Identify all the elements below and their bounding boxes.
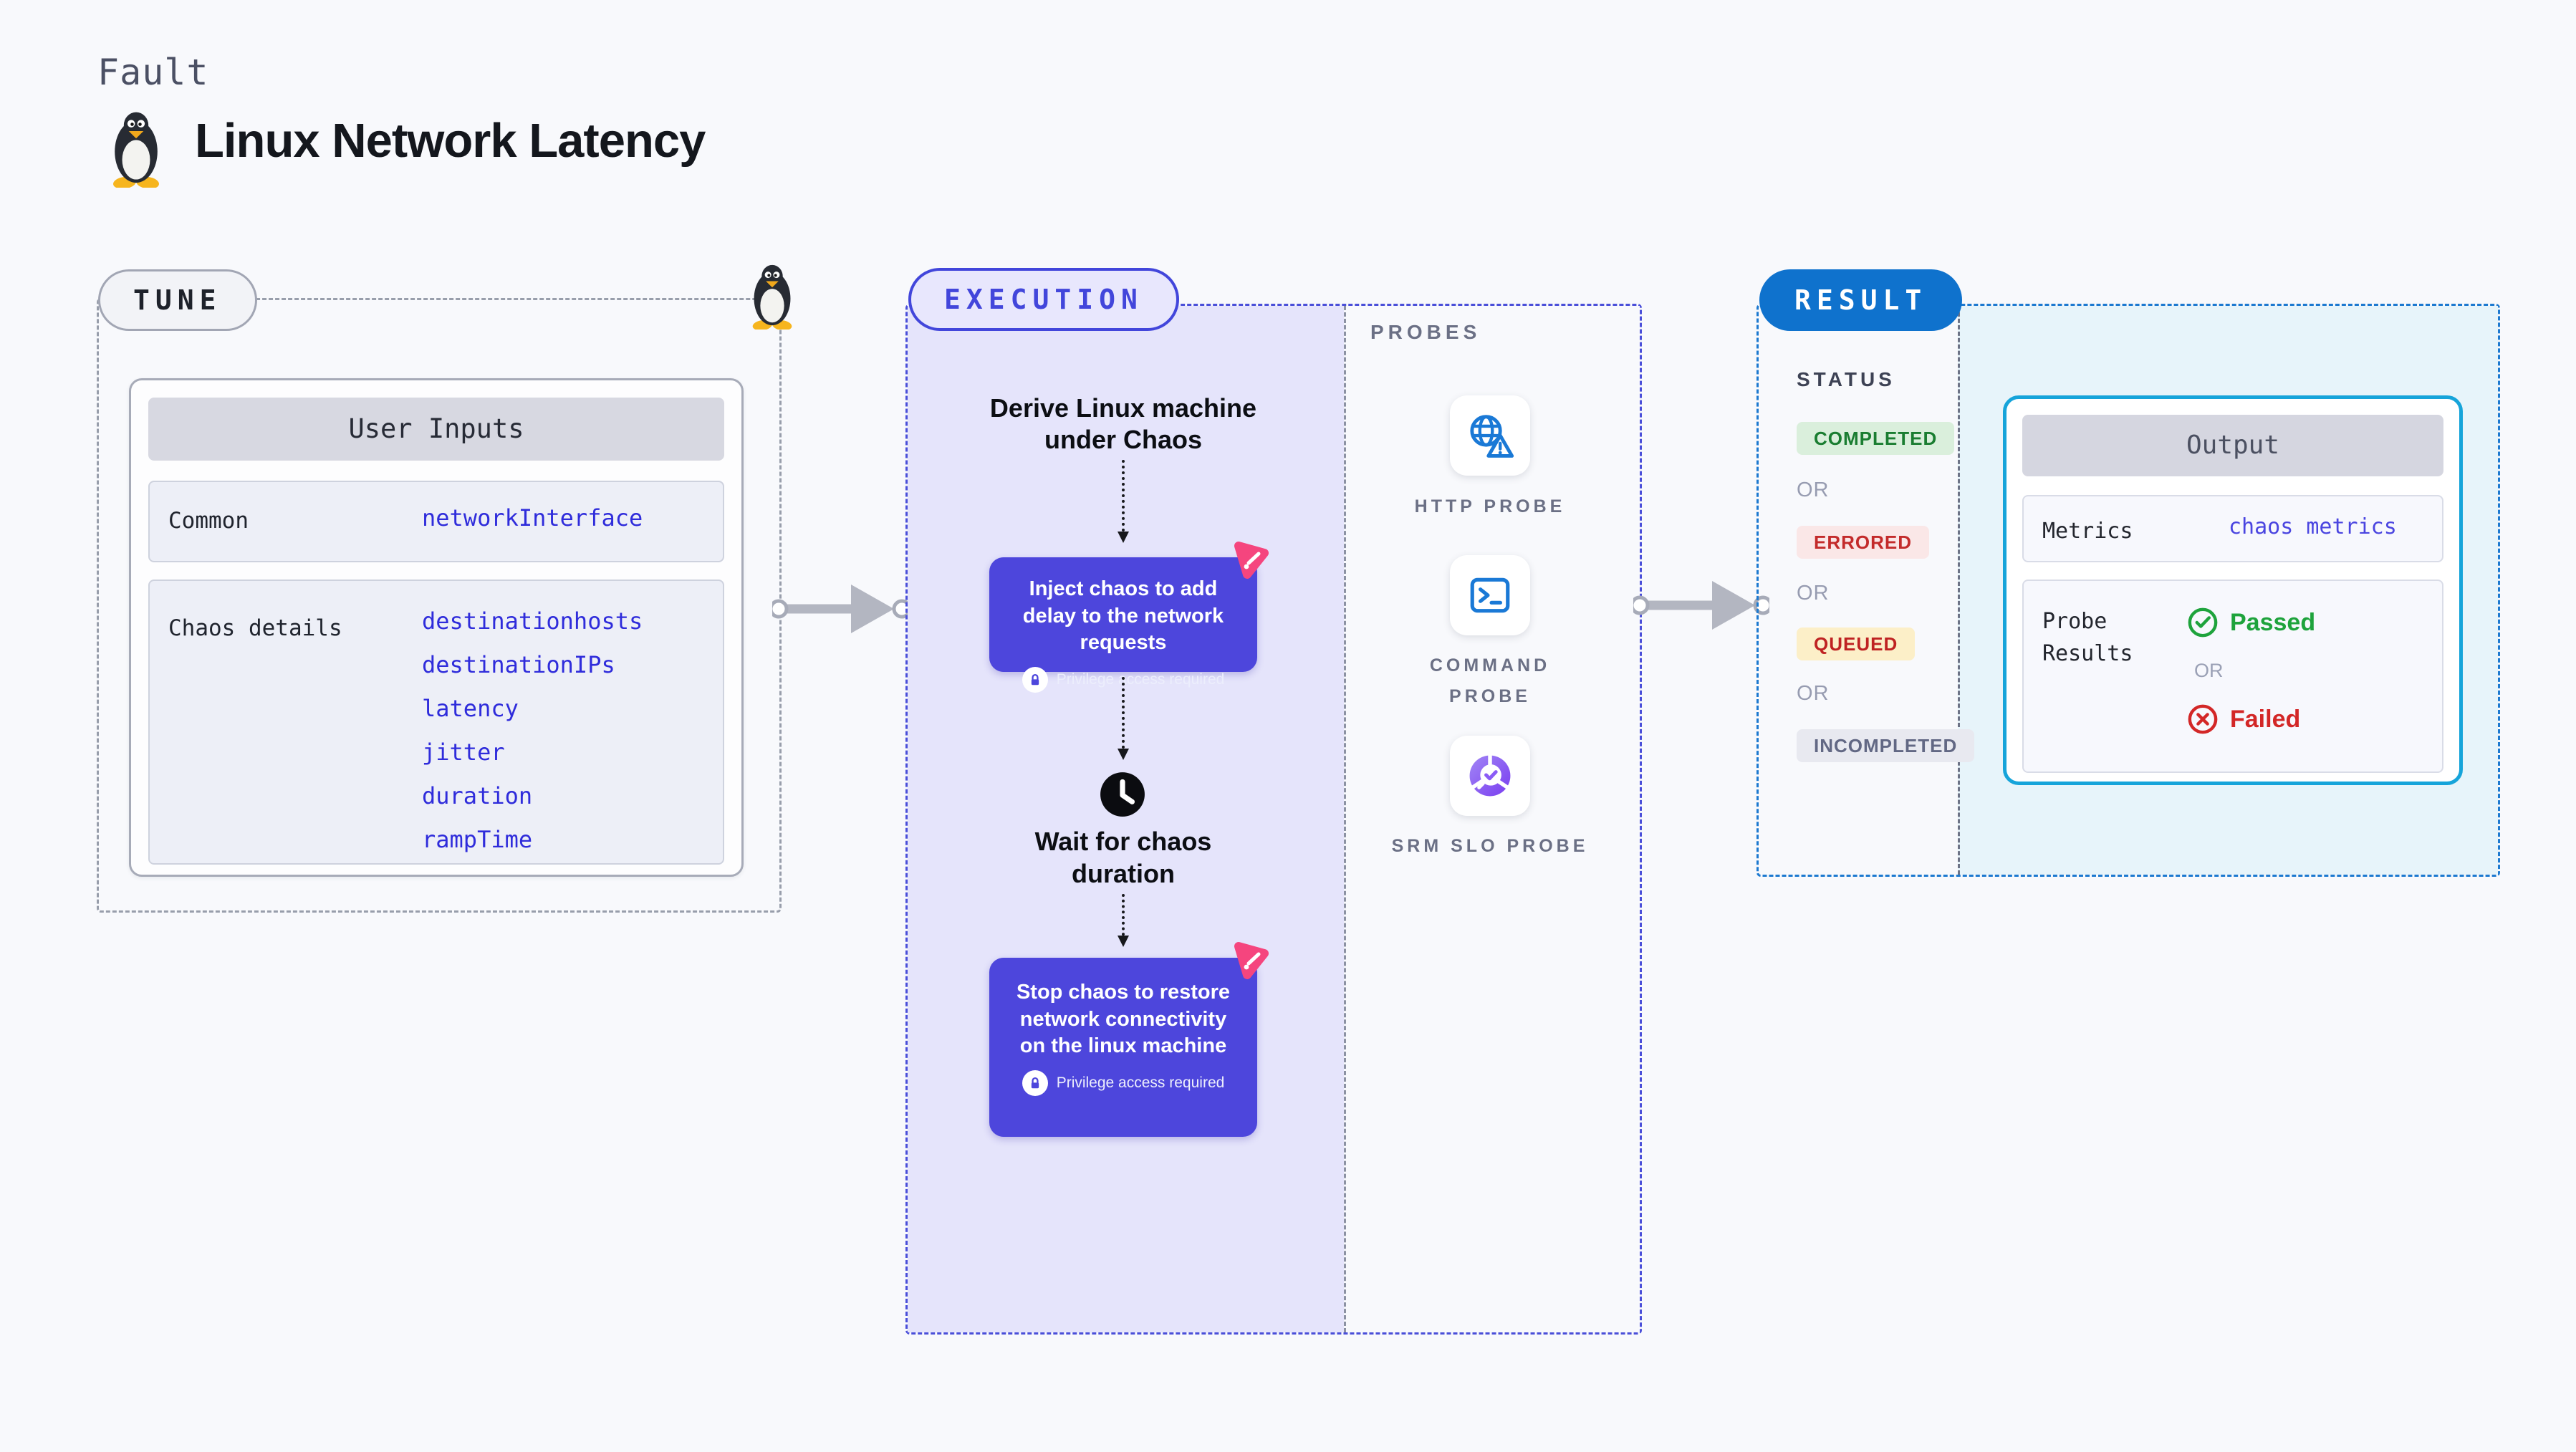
input-row-chaos-details: Chaos details destinationhosts destinati… <box>148 580 724 865</box>
lock-icon <box>1022 1070 1048 1097</box>
execution-section-box <box>905 304 1642 1335</box>
command-probe-label: COMMAND PROBE <box>1429 655 1551 706</box>
execution-flow-panel <box>908 306 1344 1332</box>
user-inputs-header: User Inputs <box>148 398 724 461</box>
linux-tux-icon <box>102 109 170 191</box>
status-section-label: STATUS <box>1797 368 1895 390</box>
status-badge-incompleted: INCOMPLETED <box>1797 729 1975 762</box>
tune-badge: TUNE <box>98 269 257 331</box>
input-row-label: Chaos details <box>168 615 342 641</box>
output-card: Output Metrics chaos metrics Probe Resul… <box>2003 395 2463 785</box>
stop-chaos-node[interactable]: Stop chaos to restore network connectivi… <box>989 942 1269 1137</box>
metrics-value: chaos metrics <box>2229 514 2397 539</box>
input-value: destinationhosts <box>422 607 643 635</box>
metrics-label: Metrics <box>2042 519 2133 544</box>
check-circle-icon <box>2188 607 2218 638</box>
linux-tux-corner-icon <box>744 262 801 333</box>
or-separator: OR <box>2194 660 2224 681</box>
fault-kind-label: Fault <box>97 52 209 93</box>
inject-chaos-text: Inject chaos to add delay to the network… <box>1022 577 1224 655</box>
terminal-icon <box>1470 577 1510 613</box>
stop-chaos-text: Stop chaos to restore network connectivi… <box>1016 981 1231 1058</box>
or-separator: OR <box>1797 682 1830 705</box>
status-badge-queued: QUEUED <box>1797 628 1916 660</box>
user-inputs-card: User Inputs Common networkInterface Chao… <box>129 378 744 877</box>
chaos-fault-icon <box>1227 938 1273 987</box>
lock-icon <box>1022 667 1048 693</box>
failed-label: Failed <box>2230 705 2301 733</box>
result-badge: RESULT <box>1759 269 1963 331</box>
command-probe-card[interactable] <box>1450 555 1530 635</box>
or-separator: OR <box>1797 582 1830 605</box>
input-value: destinationIPs <box>422 651 615 678</box>
probes-panel <box>1344 306 1640 1332</box>
input-row-label: Common <box>168 508 249 534</box>
status-panel <box>1759 306 1958 875</box>
status-badge-errored: ERRORED <box>1797 526 1930 559</box>
probe-results-row: Probe Results Passed OR Failed <box>2022 580 2443 773</box>
wait-step-text: Wait for chaos duration <box>1034 827 1212 888</box>
srm-slo-probe-card[interactable] <box>1450 736 1530 816</box>
arrow-execution-to-result <box>1633 581 1769 630</box>
input-value: latency <box>422 695 519 722</box>
globe-alert-icon <box>1470 415 1514 458</box>
input-row-common: Common networkInterface <box>148 481 724 562</box>
page-title: Linux Network Latency <box>195 114 706 168</box>
derive-step-text: Derive Linux machine under Chaos <box>989 393 1257 454</box>
chaos-fault-icon <box>1227 537 1273 587</box>
input-value: rampTime <box>422 826 533 853</box>
http-probe-card[interactable] <box>1450 395 1530 476</box>
probes-section-label: PROBES <box>1370 321 1481 343</box>
probe-results-label: Probe Results <box>2042 609 2133 666</box>
output-header: Output <box>2022 415 2443 476</box>
or-separator: OR <box>1797 479 1830 501</box>
passed-label: Passed <box>2230 608 2316 636</box>
input-value: networkInterface <box>422 504 643 532</box>
status-badge-completed: COMPLETED <box>1797 422 1955 455</box>
privilege-note: Privilege access required <box>1056 671 1225 688</box>
clock-icon <box>1099 771 1146 822</box>
inject-chaos-node[interactable]: Inject chaos to add delay to the network… <box>989 542 1269 693</box>
input-value: jitter <box>422 739 505 766</box>
srm-slo-probe-label: SRM SLO PROBE <box>1391 836 1589 856</box>
http-probe-label: HTTP PROBE <box>1414 496 1566 516</box>
arrow-tune-to-execution <box>772 585 908 633</box>
x-circle-icon <box>2188 704 2218 734</box>
connector-arrow-down <box>1118 894 1129 947</box>
privilege-note: Privilege access required <box>1056 1074 1225 1092</box>
connector-arrow-down <box>1118 460 1129 543</box>
slo-pie-check-icon <box>1469 754 1511 797</box>
metrics-row: Metrics chaos metrics <box>2022 495 2443 562</box>
connector-arrow-down <box>1118 677 1129 760</box>
execution-badge: EXECUTION <box>908 268 1179 331</box>
input-value: duration <box>422 782 533 809</box>
